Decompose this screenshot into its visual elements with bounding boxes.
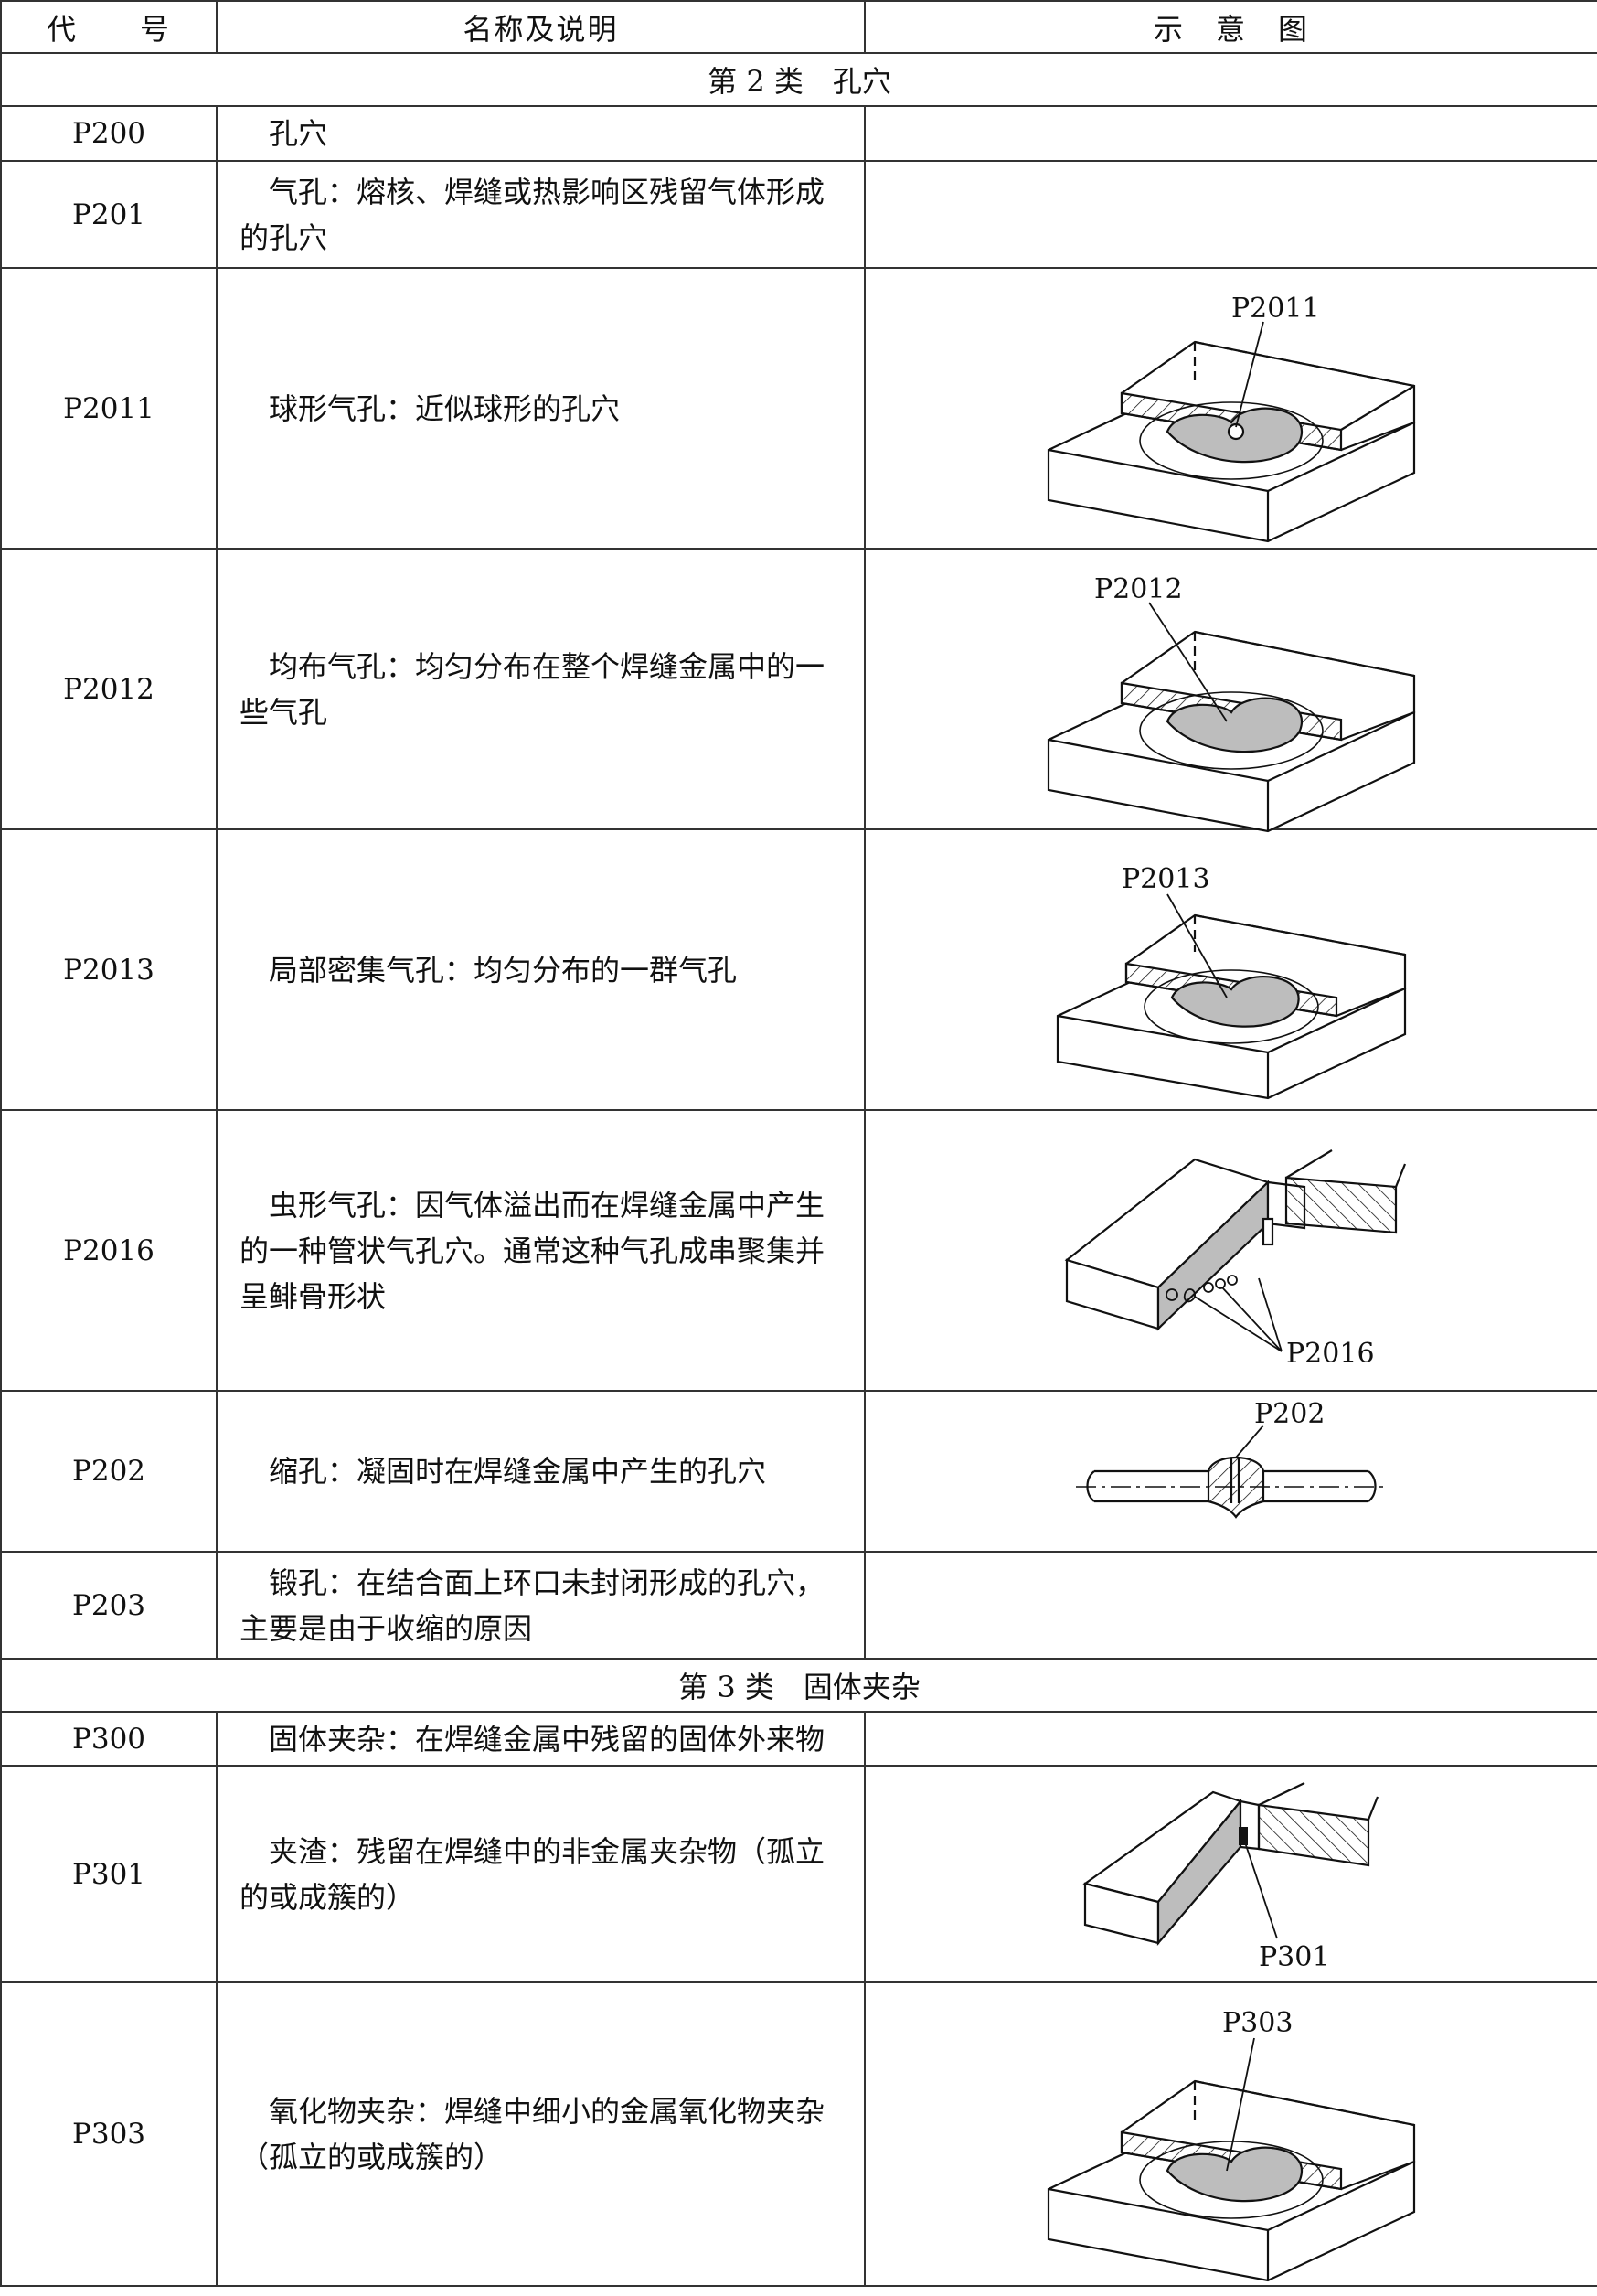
header-name: 名称及说明 (216, 0, 866, 54)
callout-label: P2016 (1286, 1338, 1375, 1370)
diagram-cell: P2012 (864, 548, 1597, 832)
diagram-cell: P2016 (864, 1109, 1597, 1392)
wormhole-porosity-diagram: P2016 (1064, 1148, 1407, 1370)
table-row: P301 夹渣：残留在焊缝中的非金属夹杂物（孤立的或成簇的） P301 (0, 1765, 1597, 1983)
defect-description: 锻孔：在结合面上环口未封闭形成的孔穴，主要是由于收缩的原因 (216, 1551, 866, 1660)
callout-label: P202 (1254, 1398, 1325, 1430)
slag-inclusion-diagram: P301 (1082, 1781, 1379, 1973)
defect-description: 局部密集气孔：均匀分布的一群气孔 (216, 828, 866, 1111)
diagram-cell-empty (864, 105, 1597, 162)
header-diagram: 示 意 图 (864, 0, 1597, 54)
table-row: P2011 球形气孔：近似球形的孔穴 P2011 (0, 267, 1597, 550)
table-row: P202 缩孔：凝固时在焊缝金属中产生的孔穴 P202 (0, 1390, 1597, 1553)
defect-description: 固体夹杂：在焊缝金属中残留的固体外来物 (216, 1711, 866, 1767)
defect-description: 缩孔：凝固时在焊缝金属中产生的孔穴 (216, 1390, 866, 1553)
defect-description: 均布气孔：均匀分布在整个焊缝金属中的一些气孔 (216, 548, 866, 830)
category-row: 第 2 类 孔穴 (0, 52, 1597, 107)
defect-code: P2012 (0, 548, 218, 830)
defect-description: 气孔：熔核、焊缝或热影响区残留气体形成的孔穴 (216, 160, 866, 269)
diagram-cell: P202 (864, 1390, 1597, 1553)
diagram-cell: P301 (864, 1765, 1597, 1983)
table-row: P2016 虫形气孔：因气体溢出而在焊缝金属中产生的一种管状气孔穴。通常这种气孔… (0, 1109, 1597, 1392)
category-label: 第 2 类 孔穴 (0, 52, 1597, 107)
header-code: 代 号 (0, 0, 218, 54)
table-row: P2012 均布气孔：均匀分布在整个焊缝金属中的一些气孔 P2012 (0, 548, 1597, 832)
defect-code: P202 (0, 1390, 218, 1553)
diagram-cell-empty (864, 160, 1597, 269)
uniform-porosity-diagram: P2012 (1047, 573, 1416, 832)
defect-code: P2013 (0, 828, 218, 1111)
table-row: P200 孔穴 (0, 105, 1597, 162)
header-row: 代 号 名称及说明 示 意 图 (0, 0, 1597, 54)
table-row: P303 氧化物夹杂：焊缝中细小的金属氧化物夹杂（孤立的或成簇的） P303 (0, 1981, 1597, 2287)
defect-description: 夹渣：残留在焊缝中的非金属夹杂物（孤立的或成簇的） (216, 1765, 866, 1983)
clustered-porosity-diagram: P2013 (1056, 863, 1407, 1099)
table-row: P300 固体夹杂：在焊缝金属中残留的固体外来物 (0, 1711, 1597, 1767)
callout-label: P303 (1222, 2007, 1293, 2039)
callout-label: P2012 (1094, 573, 1183, 605)
defect-code: P2011 (0, 267, 218, 550)
diagram-cell: P2011 (864, 267, 1597, 550)
defect-code: P200 (0, 105, 218, 162)
diagram-cell-empty (864, 1551, 1597, 1660)
defect-code: P300 (0, 1711, 218, 1767)
callout-label: P301 (1259, 1941, 1329, 1973)
oxide-inclusion-diagram: P303 (1047, 2007, 1416, 2282)
category-row: 第 3 类 固体夹杂 (0, 1658, 1597, 1713)
callout-label: P2013 (1122, 863, 1210, 895)
callout-label: P2011 (1231, 293, 1320, 325)
diagram-cell-empty (864, 1711, 1597, 1767)
defect-code: P2016 (0, 1109, 218, 1392)
defect-description: 球形气孔：近似球形的孔穴 (216, 267, 866, 550)
defect-code: P201 (0, 160, 218, 269)
table-row: P203 锻孔：在结合面上环口未封闭形成的孔穴，主要是由于收缩的原因 (0, 1551, 1597, 1660)
defect-code: P203 (0, 1551, 218, 1660)
diagram-cell: P303 (864, 1981, 1597, 2287)
shrinkage-cavity-diagram: P202 (1076, 1398, 1387, 1519)
defect-description: 虫形气孔：因气体溢出而在焊缝金属中产生的一种管状气孔穴。通常这种气孔成串聚集并呈… (216, 1109, 866, 1392)
defect-description: 孔穴 (216, 105, 866, 162)
defect-code: P301 (0, 1765, 218, 1983)
defect-code: P303 (0, 1981, 218, 2287)
table-row: P201 气孔：熔核、焊缝或热影响区残留气体形成的孔穴 (0, 160, 1597, 269)
table-row: P2013 局部密集气孔：均匀分布的一群气孔 P2013 (0, 828, 1597, 1111)
defect-description: 氧化物夹杂：焊缝中细小的金属氧化物夹杂（孤立的或成簇的） (216, 1981, 866, 2287)
diagram-cell: P2013 (864, 828, 1597, 1111)
spherical-porosity-diagram: P2011 (1047, 293, 1416, 542)
category-label: 第 3 类 固体夹杂 (0, 1658, 1597, 1713)
